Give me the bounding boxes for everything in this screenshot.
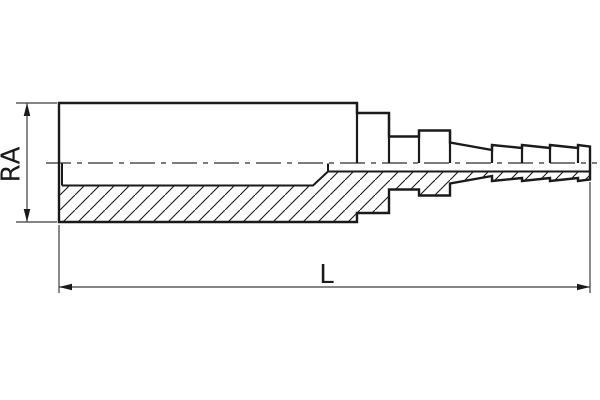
ra-dimension: RA xyxy=(0,102,57,223)
ra-dimension-label: RA xyxy=(0,146,27,183)
step-edge-lines xyxy=(355,103,580,163)
l-dimension-label: L xyxy=(319,260,335,290)
ra-extension-lines xyxy=(16,102,57,223)
l-arrowheads xyxy=(59,283,590,291)
bore-profile-lines xyxy=(61,163,590,187)
ra-arrowheads xyxy=(23,103,31,222)
section-hatch xyxy=(59,171,590,222)
l-extension-lines xyxy=(58,182,591,293)
l-dimension: L xyxy=(58,182,591,293)
